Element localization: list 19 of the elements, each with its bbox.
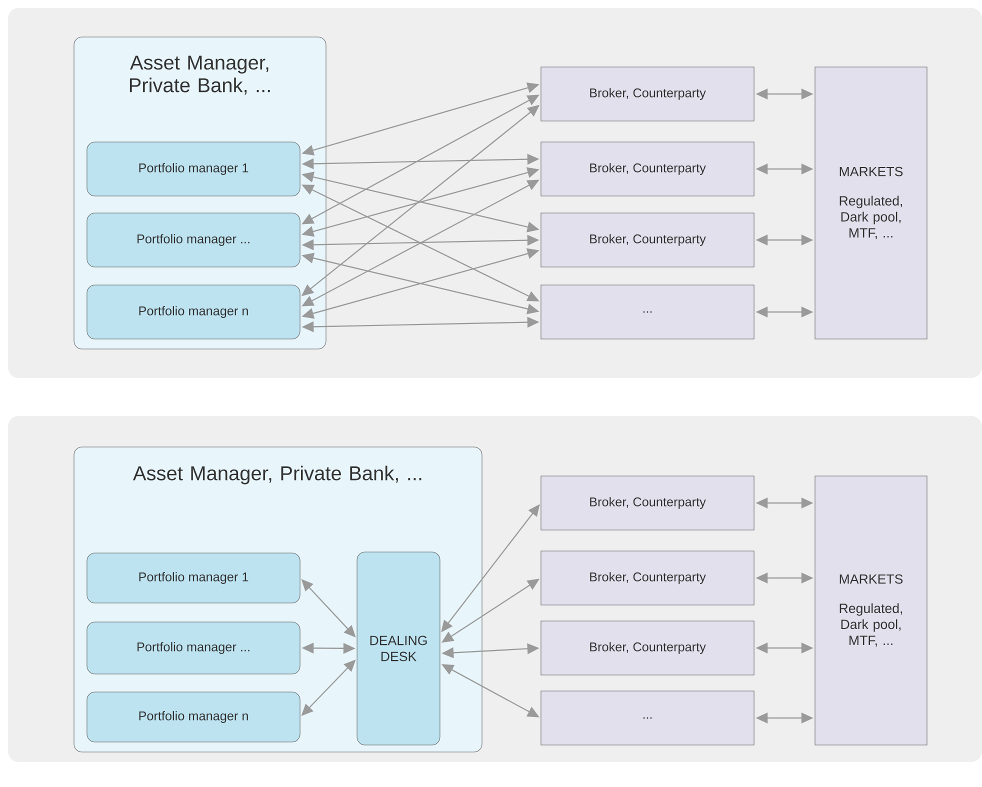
process-box: Portfolio manager ... bbox=[86, 212, 300, 268]
group-title: Asset Manager, Private Bank, ... bbox=[130, 56, 270, 95]
process-box: Broker, Counterparty bbox=[540, 212, 754, 268]
process-box: Portfolio manager 1 bbox=[86, 142, 300, 196]
desk-box: DEALING DESK bbox=[356, 552, 440, 746]
process-box: Broker, Counterparty bbox=[540, 142, 754, 196]
process-box: ... bbox=[540, 690, 754, 746]
process-box: ... bbox=[540, 284, 754, 340]
process-box: Portfolio manager n bbox=[86, 284, 300, 340]
market-box: MARKETS Regulated, Dark pool, MTF, ... bbox=[814, 476, 928, 746]
process-box: Portfolio manager ... bbox=[86, 622, 300, 674]
process-box: Broker, Counterparty bbox=[540, 476, 754, 530]
group-title: Asset Manager, Private Bank, ... bbox=[132, 466, 422, 484]
process-box: Portfolio manager 1 bbox=[86, 552, 300, 604]
market-box: MARKETS Regulated, Dark pool, MTF, ... bbox=[814, 66, 928, 340]
process-box: Portfolio manager n bbox=[86, 692, 300, 742]
process-box: Broker, Counterparty bbox=[540, 550, 754, 606]
process-box: Broker, Counterparty bbox=[540, 620, 754, 676]
process-box: Broker, Counterparty bbox=[540, 66, 754, 122]
